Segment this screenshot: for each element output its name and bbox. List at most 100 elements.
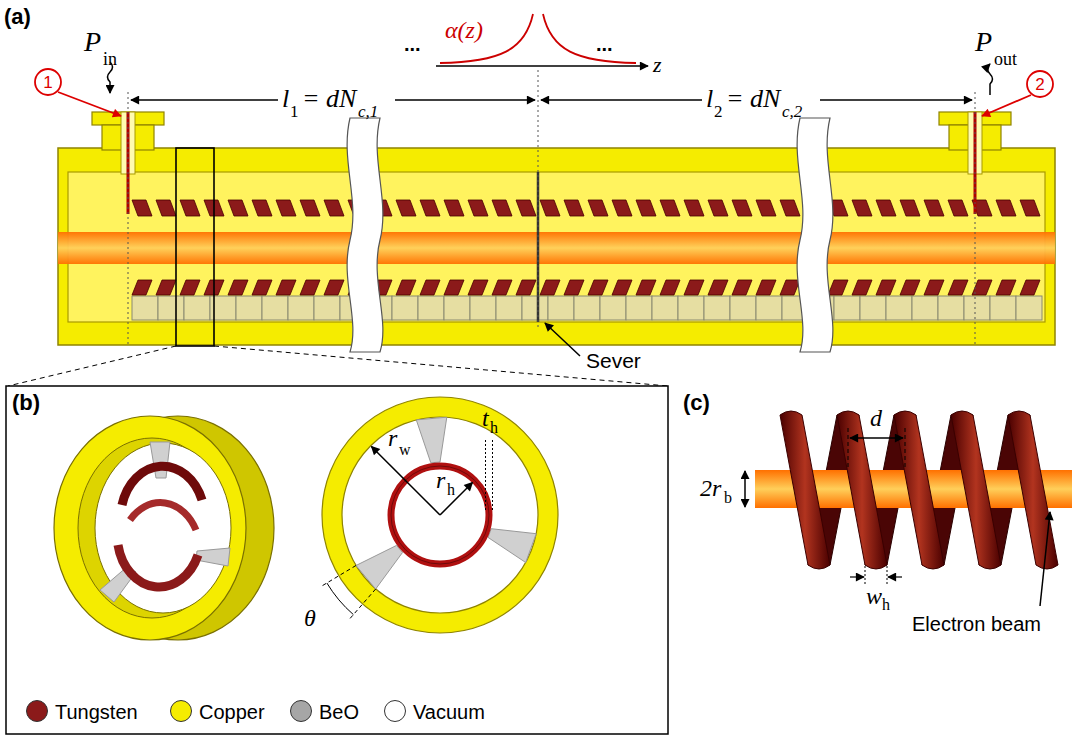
copper-body [58, 148, 1055, 345]
helix-turn [180, 200, 200, 216]
helix-turn [876, 200, 896, 216]
panel-label: (c) [683, 392, 710, 414]
sever-pointer [545, 323, 580, 356]
helix-turn [228, 280, 248, 295]
helix-turn [444, 280, 464, 295]
dimension-arrow [395, 99, 535, 101]
pitch-line [848, 428, 849, 470]
helix-turn [756, 280, 776, 295]
helix-turn [444, 200, 464, 216]
ring-bore [95, 443, 231, 613]
width-arrow [888, 576, 902, 577]
helix-turn [708, 280, 728, 295]
beo-support [356, 545, 403, 589]
helix-turn [540, 200, 560, 216]
helix-turn [300, 280, 320, 295]
ellipsis: ... [404, 34, 421, 54]
beo-rod [626, 296, 652, 320]
helix-turn [420, 200, 440, 216]
helix-turn [612, 200, 632, 216]
helix-turn [996, 280, 1016, 295]
beo-rod [548, 296, 574, 320]
axis-label: z [653, 54, 662, 76]
power-symbol: P [975, 28, 992, 56]
beam-pointer [1040, 512, 1050, 606]
vacuum-region [342, 417, 538, 613]
beo-rod [652, 296, 678, 320]
copper-ring [54, 416, 246, 640]
beo-rod [132, 296, 158, 320]
helix-turn [252, 280, 272, 295]
z-axis [436, 65, 648, 67]
helix-turn [492, 200, 512, 216]
helix-turn [636, 280, 656, 295]
callout-circle [1027, 71, 1053, 97]
callout-number: 2 [1035, 76, 1044, 93]
beo-rod [990, 296, 1016, 320]
helix-turn [324, 280, 344, 295]
angle-line [320, 565, 356, 587]
callout-number: 1 [43, 74, 52, 91]
helix-turn [684, 280, 704, 295]
beo-rod [938, 296, 964, 320]
dimension-arrow [541, 99, 702, 101]
helix-turn [828, 280, 848, 295]
helix-turn [876, 280, 896, 295]
helix-turn [732, 280, 752, 295]
beo-rod [964, 296, 990, 320]
helix-front-strand [951, 411, 1001, 569]
callout-circle [35, 69, 61, 95]
helix-turn [660, 200, 680, 216]
legend-text: Copper [199, 702, 265, 722]
panel-label: (b) [12, 392, 40, 414]
beo-support [150, 442, 170, 478]
helix-turn [708, 200, 728, 216]
attenuation-symbol: α(z) [445, 18, 483, 42]
subscript: c,2 [782, 103, 802, 120]
legend-text: Tungsten [55, 702, 138, 722]
helix-turn [900, 280, 920, 295]
beo-rod [392, 296, 418, 320]
helix-turn [516, 280, 536, 295]
helix-tape [130, 503, 196, 530]
helix-front-strand [780, 411, 830, 569]
callout-leader [982, 95, 1031, 116]
panel-b [6, 386, 668, 734]
legend-swatch [384, 700, 406, 722]
helix-turn [948, 200, 968, 216]
beo-rod [288, 296, 314, 320]
zoom-box [176, 148, 214, 346]
radius-symbol: r [388, 426, 397, 450]
helix-turn [612, 280, 632, 295]
helix-turn [396, 200, 416, 216]
helix-turn [132, 280, 152, 295]
helix-turn [468, 280, 488, 295]
helix-turn [660, 280, 680, 295]
helix-turn [396, 280, 416, 295]
beam-radius-symbol: 2r [700, 476, 721, 500]
helix-turn [588, 280, 608, 295]
diameter-arrow [744, 471, 746, 507]
subscript: h [882, 597, 890, 613]
helix-turn [780, 280, 800, 295]
helix-turn [540, 280, 560, 295]
length-symbol: l [282, 86, 289, 112]
beo-rod [262, 296, 288, 320]
beo-rod [522, 296, 548, 320]
beo-rod [730, 296, 756, 320]
dimension-arrow [131, 99, 278, 101]
beo-rod [444, 296, 470, 320]
angle-line [348, 589, 376, 621]
subscript: out [994, 50, 1017, 68]
helix-turn [564, 280, 584, 295]
output-arrow [988, 64, 993, 95]
width-line [865, 566, 866, 584]
helix-turn [732, 200, 752, 216]
thickness-line [485, 440, 486, 512]
power-symbol: P [84, 28, 101, 56]
width-arrow [850, 576, 864, 577]
helix-turn [948, 280, 968, 295]
beo-support [488, 529, 536, 563]
helix-turn [1020, 280, 1040, 295]
